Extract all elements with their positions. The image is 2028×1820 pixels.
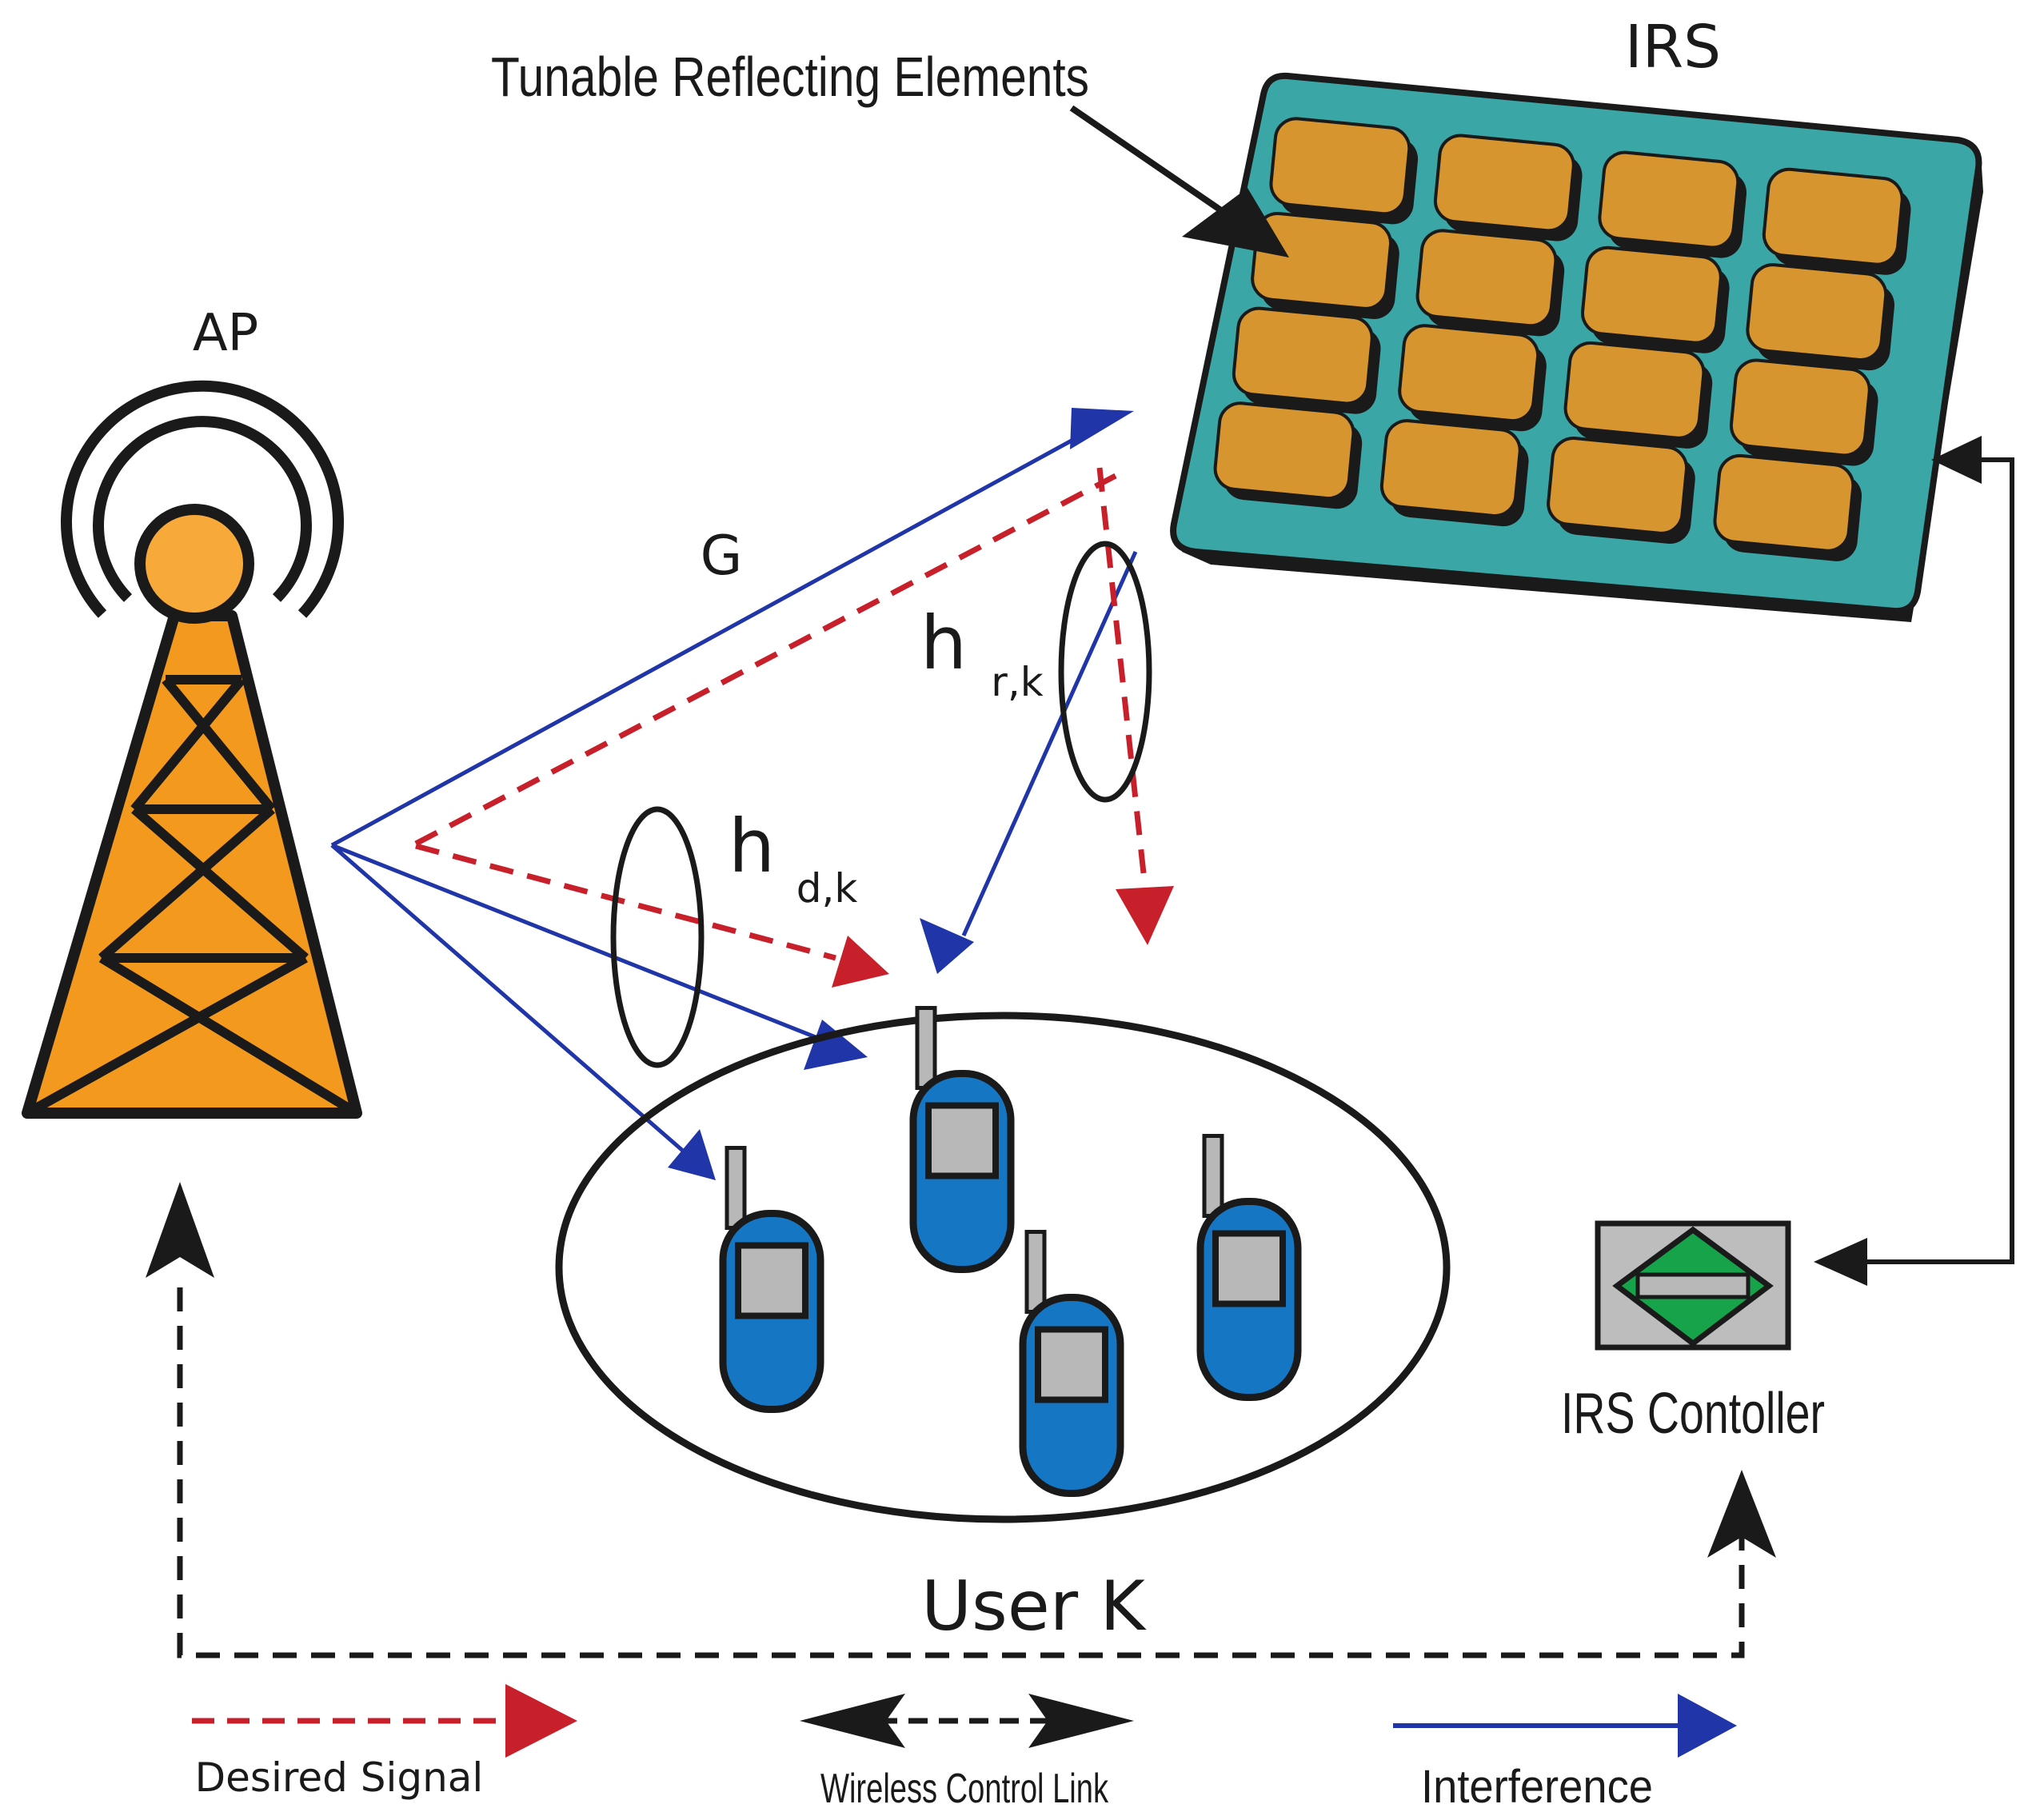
controller-irs-arrowhead	[1931, 436, 1982, 484]
irs-reflecting-element	[1433, 134, 1575, 233]
interference-ap-irs	[330, 429, 1089, 848]
legend-control-arrowhead-right	[1028, 1694, 1134, 1748]
tunable-elements-label: Tunable Reflecting Elements	[491, 46, 1089, 108]
irs-element-grid	[1213, 117, 1911, 561]
reflected-channel-ellipse	[1058, 541, 1152, 803]
desired-ap-user	[415, 843, 836, 961]
irs-reflecting-element	[1213, 401, 1355, 501]
signal-arc-outer	[61, 380, 344, 618]
user-phones	[719, 1006, 1302, 1497]
channel-hr-label: h	[920, 601, 967, 686]
irs-reflecting-element	[1269, 117, 1411, 216]
irs-reflecting-element	[1598, 150, 1740, 249]
irs-reflecting-element	[1398, 324, 1540, 423]
interference-ap-irs-arrowhead	[1070, 408, 1134, 449]
interference-links	[330, 408, 1138, 1180]
irs-reflecting-element	[1746, 263, 1888, 361]
channel-g-label: G	[701, 525, 743, 588]
irs-reflecting-element	[1729, 358, 1871, 457]
irs-reflecting-element	[1251, 212, 1392, 310]
legend-interference-label: Interference	[1421, 1761, 1653, 1813]
phone-antenna	[725, 1146, 747, 1230]
controller-irs-link	[1814, 436, 2014, 1286]
legend-interference-arrowhead	[1678, 1694, 1737, 1758]
controller-slot	[1635, 1272, 1751, 1299]
irs-panel-icon	[1170, 72, 1983, 622]
irs-reflecting-element	[1547, 437, 1688, 535]
tunable-elements-pointer	[1069, 105, 1289, 257]
interference-ap-phone	[330, 844, 685, 1153]
legend-wireless-control: Wireless Control Link	[800, 1694, 1134, 1812]
irs-controller-arrowhead	[1814, 1238, 1867, 1286]
phone-screen	[735, 1242, 808, 1319]
irs-reflecting-element	[1563, 341, 1706, 440]
mobile-phone-icon	[719, 1146, 824, 1413]
phone-antenna	[1202, 1134, 1224, 1218]
irs-label: IRS	[1625, 13, 1721, 82]
interference-ap-phone-arrowhead	[668, 1129, 716, 1180]
interference-irs-user	[961, 550, 1138, 937]
desired-irs-user	[1096, 467, 1147, 874]
mobile-phone-icon	[909, 1006, 1015, 1273]
interference-ap-user-arrowhead	[804, 1020, 868, 1070]
desired-irs-user-arrowhead	[1116, 886, 1174, 945]
user-group-ellipse	[555, 1012, 1451, 1523]
phone-antenna	[1024, 1230, 1047, 1314]
irs-reflecting-element	[1580, 245, 1723, 345]
legend: Desired Signal Wireless Control Link Int…	[192, 1684, 1737, 1813]
legend-control-arrowhead-left	[800, 1694, 905, 1748]
control-link-ap-arrowhead	[146, 1182, 214, 1278]
legend-interference: Interference	[1393, 1694, 1737, 1813]
interference-ap-user	[331, 843, 832, 1046]
phone-screen	[1212, 1230, 1286, 1307]
antenna-tower-icon	[22, 380, 362, 1119]
desired-signal-links	[414, 467, 1174, 988]
legend-desired-arrowhead	[505, 1684, 577, 1758]
desired-ap-user-arrowhead	[832, 936, 889, 988]
phone-antenna	[915, 1006, 937, 1090]
legend-control-label: Wireless Control Link	[820, 1766, 1109, 1812]
irs-controller-label: IRS Contoller	[1561, 1382, 1825, 1446]
wireless-control-link	[146, 1182, 1776, 1658]
desired-ap-irs	[414, 473, 1117, 847]
direct-channel-ellipse	[610, 806, 705, 1068]
ap-label: AP	[193, 304, 258, 363]
channel-hd-subscript: d,k	[796, 865, 858, 912]
mobile-phone-icon	[1019, 1230, 1124, 1497]
phone-screen	[1035, 1326, 1108, 1403]
mobile-phone-icon	[1196, 1134, 1302, 1401]
irs-reflecting-element	[1713, 453, 1855, 553]
user-group-label: User K	[921, 1567, 1147, 1646]
irs-reflecting-element	[1232, 306, 1374, 405]
irs-reflecting-element	[1379, 419, 1522, 517]
irs-controller-icon	[1595, 1220, 1791, 1351]
channel-hr-subscript: r,k	[991, 659, 1043, 705]
irs-reflecting-element	[1762, 167, 1904, 266]
interference-irs-user-arrowhead	[920, 918, 974, 974]
legend-desired-signal: Desired Signal	[192, 1684, 577, 1801]
phone-screen	[925, 1102, 999, 1179]
tower-bulb	[134, 504, 254, 624]
channel-hd-label: h	[729, 804, 775, 889]
control-link-controller-arrowhead	[1707, 1470, 1776, 1558]
legend-desired-label: Desired Signal	[195, 1754, 484, 1801]
signal-arc-inner	[93, 416, 312, 602]
tower-braces	[25, 675, 360, 1118]
irs-reflecting-element	[1415, 229, 1558, 328]
